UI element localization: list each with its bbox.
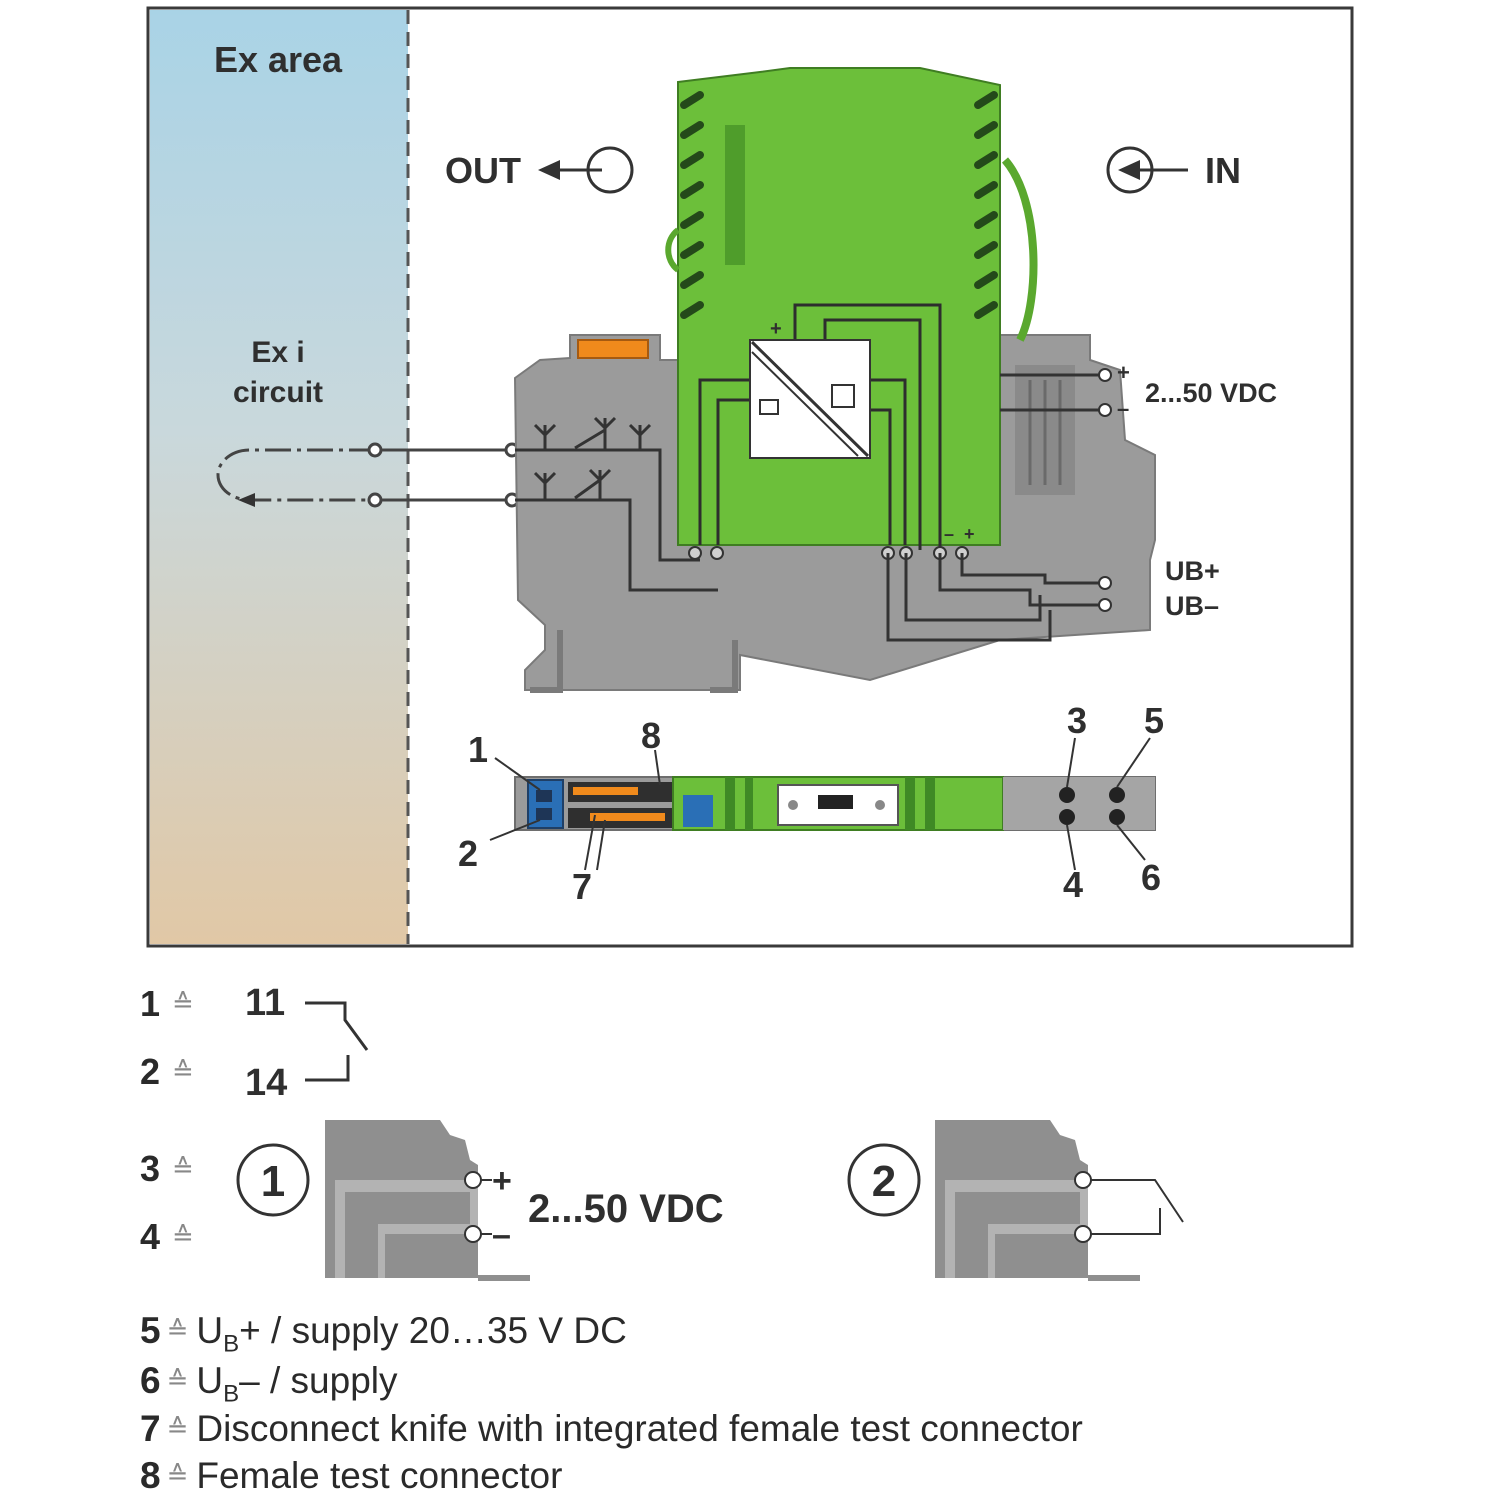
- supply-wiring: [886, 373, 1105, 642]
- variant-1-voltage: 2...50 VDC: [528, 1187, 724, 1231]
- variant-1-badge: [236, 1143, 310, 1217]
- pin-4-number: 4: [140, 1216, 161, 1257]
- terminal-housing: [513, 334, 1156, 691]
- equals-icon: ≙: [172, 1221, 194, 1251]
- callout-7: 7: [572, 866, 592, 907]
- callout-leaders: [489, 737, 1151, 871]
- ex-circuit-label-1: Ex i: [251, 336, 304, 369]
- equals-icon: ≙: [172, 1056, 194, 1086]
- equals-icon: ≙: [172, 1153, 194, 1183]
- legend-item-6: 6≙UB– / supply: [140, 1360, 398, 1408]
- variant-1-terminal: [325, 1120, 530, 1281]
- variant-2-terminal: [935, 1120, 1184, 1281]
- svg-text:+: +: [770, 318, 782, 340]
- legend-subscript: B: [223, 1380, 240, 1408]
- isolator-module: + – +: [665, 67, 1038, 560]
- input-plus-sign: +: [1117, 360, 1130, 385]
- variant-2-badge: [847, 1143, 921, 1217]
- callout-4: 4: [1063, 864, 1083, 905]
- equals-icon: ≙: [166, 1365, 189, 1395]
- input-minus-sign: –: [1117, 396, 1129, 421]
- callout-5: 5: [1144, 700, 1164, 741]
- ub-minus-label: UB–: [1165, 591, 1219, 621]
- ex-area-title: Ex area: [214, 39, 343, 80]
- equals-icon: ≙: [166, 1315, 189, 1345]
- equals-icon: ≙: [166, 1413, 189, 1443]
- equals-icon: ≙: [172, 988, 194, 1018]
- legend-item-8: 8≙Female test connector: [140, 1455, 562, 1497]
- legend-text-rest: – / supply: [239, 1360, 398, 1401]
- legend-text: Disconnect knife with integrated female …: [196, 1408, 1083, 1449]
- variant-1-minus: –: [492, 1216, 511, 1254]
- callout-3: 3: [1067, 700, 1087, 741]
- svg-text:–: –: [944, 524, 954, 544]
- legend-text: U: [196, 1310, 224, 1351]
- out-indicator: OUT: [445, 146, 634, 194]
- legend-item-7: 7≙Disconnect knife with integrated femal…: [140, 1408, 1083, 1450]
- callout-6: 6: [1141, 857, 1161, 898]
- input-voltage-label: 2...50 VDC: [1145, 378, 1277, 408]
- callout-1: 1: [468, 729, 488, 770]
- top-view: [514, 776, 1156, 831]
- ub-plus-label: UB+: [1165, 556, 1220, 586]
- field-loop: [216, 442, 520, 508]
- ex-area-zone: [150, 10, 408, 944]
- legend-text-rest: + / supply 20…35 V DC: [239, 1310, 627, 1351]
- variant-1-plus: +: [492, 1162, 512, 1200]
- callout-2: 2: [458, 833, 478, 874]
- pin-3-number: 3: [140, 1148, 161, 1189]
- relay-contact-symbol: [305, 1001, 369, 1082]
- ex-circuit-label-2: circuit: [233, 376, 323, 409]
- out-arrow-icon: [586, 146, 634, 194]
- equals-icon: ≙: [166, 1460, 189, 1490]
- legend-number: 6: [140, 1360, 161, 1401]
- pin-1-row: 1≙: [140, 983, 194, 1025]
- terminal-14-label: 14: [245, 1062, 287, 1104]
- variant-2-number: 2: [872, 1157, 896, 1206]
- callout-8: 8: [641, 715, 661, 756]
- pin-2-row: 2≙: [140, 1051, 194, 1093]
- pin-3-row: 3≙: [140, 1148, 194, 1190]
- legend-number: 7: [140, 1408, 161, 1449]
- pin-2-number: 2: [140, 1051, 161, 1092]
- din-rail-foot: [530, 630, 738, 693]
- legend-number: 8: [140, 1455, 161, 1496]
- svg-text:+: +: [964, 524, 975, 544]
- supply-terminals: [1098, 368, 1112, 612]
- pin-4-row: 4≙: [140, 1216, 194, 1258]
- in-label: IN: [1205, 150, 1241, 191]
- legend-subscript: B: [223, 1330, 240, 1358]
- in-indicator: IN: [1106, 146, 1241, 194]
- out-label: OUT: [445, 150, 521, 191]
- variant-1-number: 1: [261, 1157, 285, 1206]
- pin-1-number: 1: [140, 983, 161, 1024]
- legend-text: U: [196, 1360, 224, 1401]
- legend-number: 5: [140, 1310, 161, 1351]
- legend-item-5: 5≙UB+ / supply 20…35 V DC: [140, 1310, 627, 1358]
- disconnect-knives: [515, 416, 718, 592]
- terminal-11-label: 11: [245, 982, 285, 1024]
- legend-text: Female test connector: [196, 1455, 563, 1496]
